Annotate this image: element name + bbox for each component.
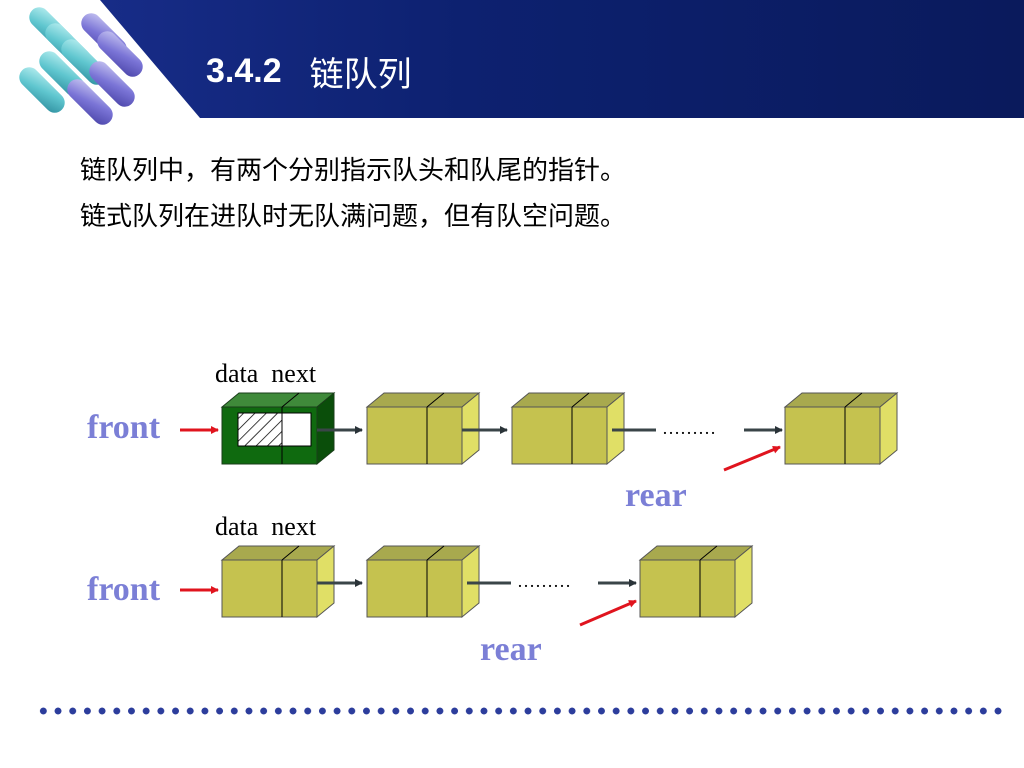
- bottom-rear-pointer: [579, 599, 637, 627]
- bottom-rear-label: rear: [480, 631, 542, 668]
- top-ellipsis: ………: [662, 418, 716, 438]
- top-rear-label: rear: [625, 477, 687, 514]
- capsule-logo-icon: [19, 7, 143, 125]
- intro-line-2: 链式队列在进队时无队满问题，但有队空问题。: [80, 202, 627, 232]
- section-number: 3.4.2: [206, 51, 282, 90]
- top-front-label: front: [87, 409, 161, 446]
- top-node-caption: data next: [215, 359, 317, 388]
- bottom-node-last: [638, 544, 754, 619]
- bottom-ellipsis: ………: [517, 571, 571, 591]
- footer-dotted-line: [36, 705, 1006, 717]
- top-head-node: [220, 391, 336, 466]
- section-title: 链队列: [309, 54, 412, 95]
- bottom-front-label: front: [87, 571, 161, 608]
- intro-line-1: 链队列中，有两个分别指示队头和队尾的指针。: [80, 156, 627, 186]
- capsule-group: [19, 7, 143, 125]
- intro-text: 链队列中，有两个分别指示队头和队尾的指针。 链式队列在进队时无队满问题，但有队空…: [80, 148, 626, 240]
- top-rear-pointer: [723, 445, 781, 472]
- bottom-node-caption: data next: [215, 512, 317, 541]
- slide-title: 3.4.2 链队列: [206, 46, 412, 96]
- bottom-node-2: [365, 544, 481, 619]
- top-node-last: [783, 391, 899, 466]
- top-node-3: [510, 391, 626, 466]
